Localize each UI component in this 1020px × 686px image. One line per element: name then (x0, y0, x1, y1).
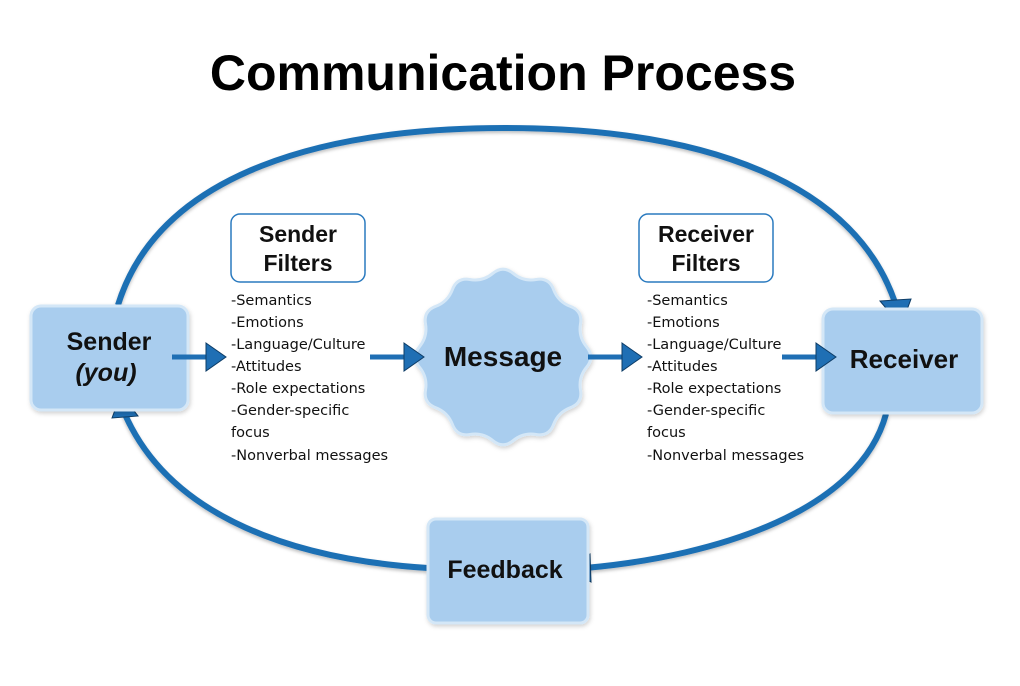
receiver-filter-item: -Gender-specific (647, 403, 765, 419)
flow-arrow-filters-to-message (370, 342, 425, 372)
message-label: Message (444, 341, 562, 372)
cycle-arc-receiver-to-feedback (584, 413, 889, 571)
sender-label: Sender (67, 328, 152, 356)
receiver-filter-item: -Role expectations (647, 381, 781, 397)
flow-arrow-message-to-filters (588, 342, 643, 372)
sender-node: Sender (you) (29, 304, 190, 412)
sender-sublabel: (you) (75, 359, 136, 387)
message-burst-shape (413, 267, 593, 447)
sender-filter-item: -Role expectations (231, 381, 365, 397)
message-node: Message (413, 267, 593, 447)
flow-arrow-filters-to-receiver (782, 342, 837, 372)
receiver-filters-title-line2: Filters (671, 250, 740, 276)
page-title: Communication Process (210, 45, 796, 101)
sender-filters-box: Sender Filters (230, 213, 366, 283)
receiver-label: Receiver (850, 344, 958, 374)
sender-filters-title-line2: Filters (263, 250, 332, 276)
sender-filter-item: -Attitudes (231, 359, 302, 375)
receiver-filters-box: Receiver Filters (638, 213, 774, 283)
cycle-arc-sender-to-receiver (115, 124, 901, 313)
receiver-filters-list: -Semantics -Emotions -Language/Culture -… (647, 293, 804, 464)
receiver-filter-item: -Language/Culture (647, 337, 782, 353)
receiver-filters-title-line1: Receiver (658, 221, 754, 247)
receiver-filter-item: -Attitudes (647, 359, 718, 375)
cycle-arc-feedback-to-sender (121, 410, 429, 571)
feedback-node: Feedback (426, 517, 590, 625)
receiver-node: Receiver (821, 307, 984, 415)
sender-filter-item: -Gender-specific (231, 403, 349, 419)
sender-filter-item: -Emotions (231, 315, 304, 331)
flow-arrow-sender-to-filters (172, 342, 227, 372)
sender-filter-item: -Nonverbal messages (231, 448, 388, 464)
receiver-filter-item: -Nonverbal messages (647, 448, 804, 464)
receiver-filter-item: focus (647, 425, 686, 441)
sender-filter-item: -Semantics (231, 293, 312, 309)
sender-filter-item: -Language/Culture (231, 337, 366, 353)
sender-filter-item: focus (231, 425, 270, 441)
feedback-label: Feedback (447, 556, 562, 584)
receiver-filter-item: -Emotions (647, 315, 720, 331)
sender-filters-list: -Semantics -Emotions -Language/Culture -… (231, 293, 388, 464)
sender-filters-title-line1: Sender (259, 221, 337, 247)
receiver-filter-item: -Semantics (647, 293, 728, 309)
